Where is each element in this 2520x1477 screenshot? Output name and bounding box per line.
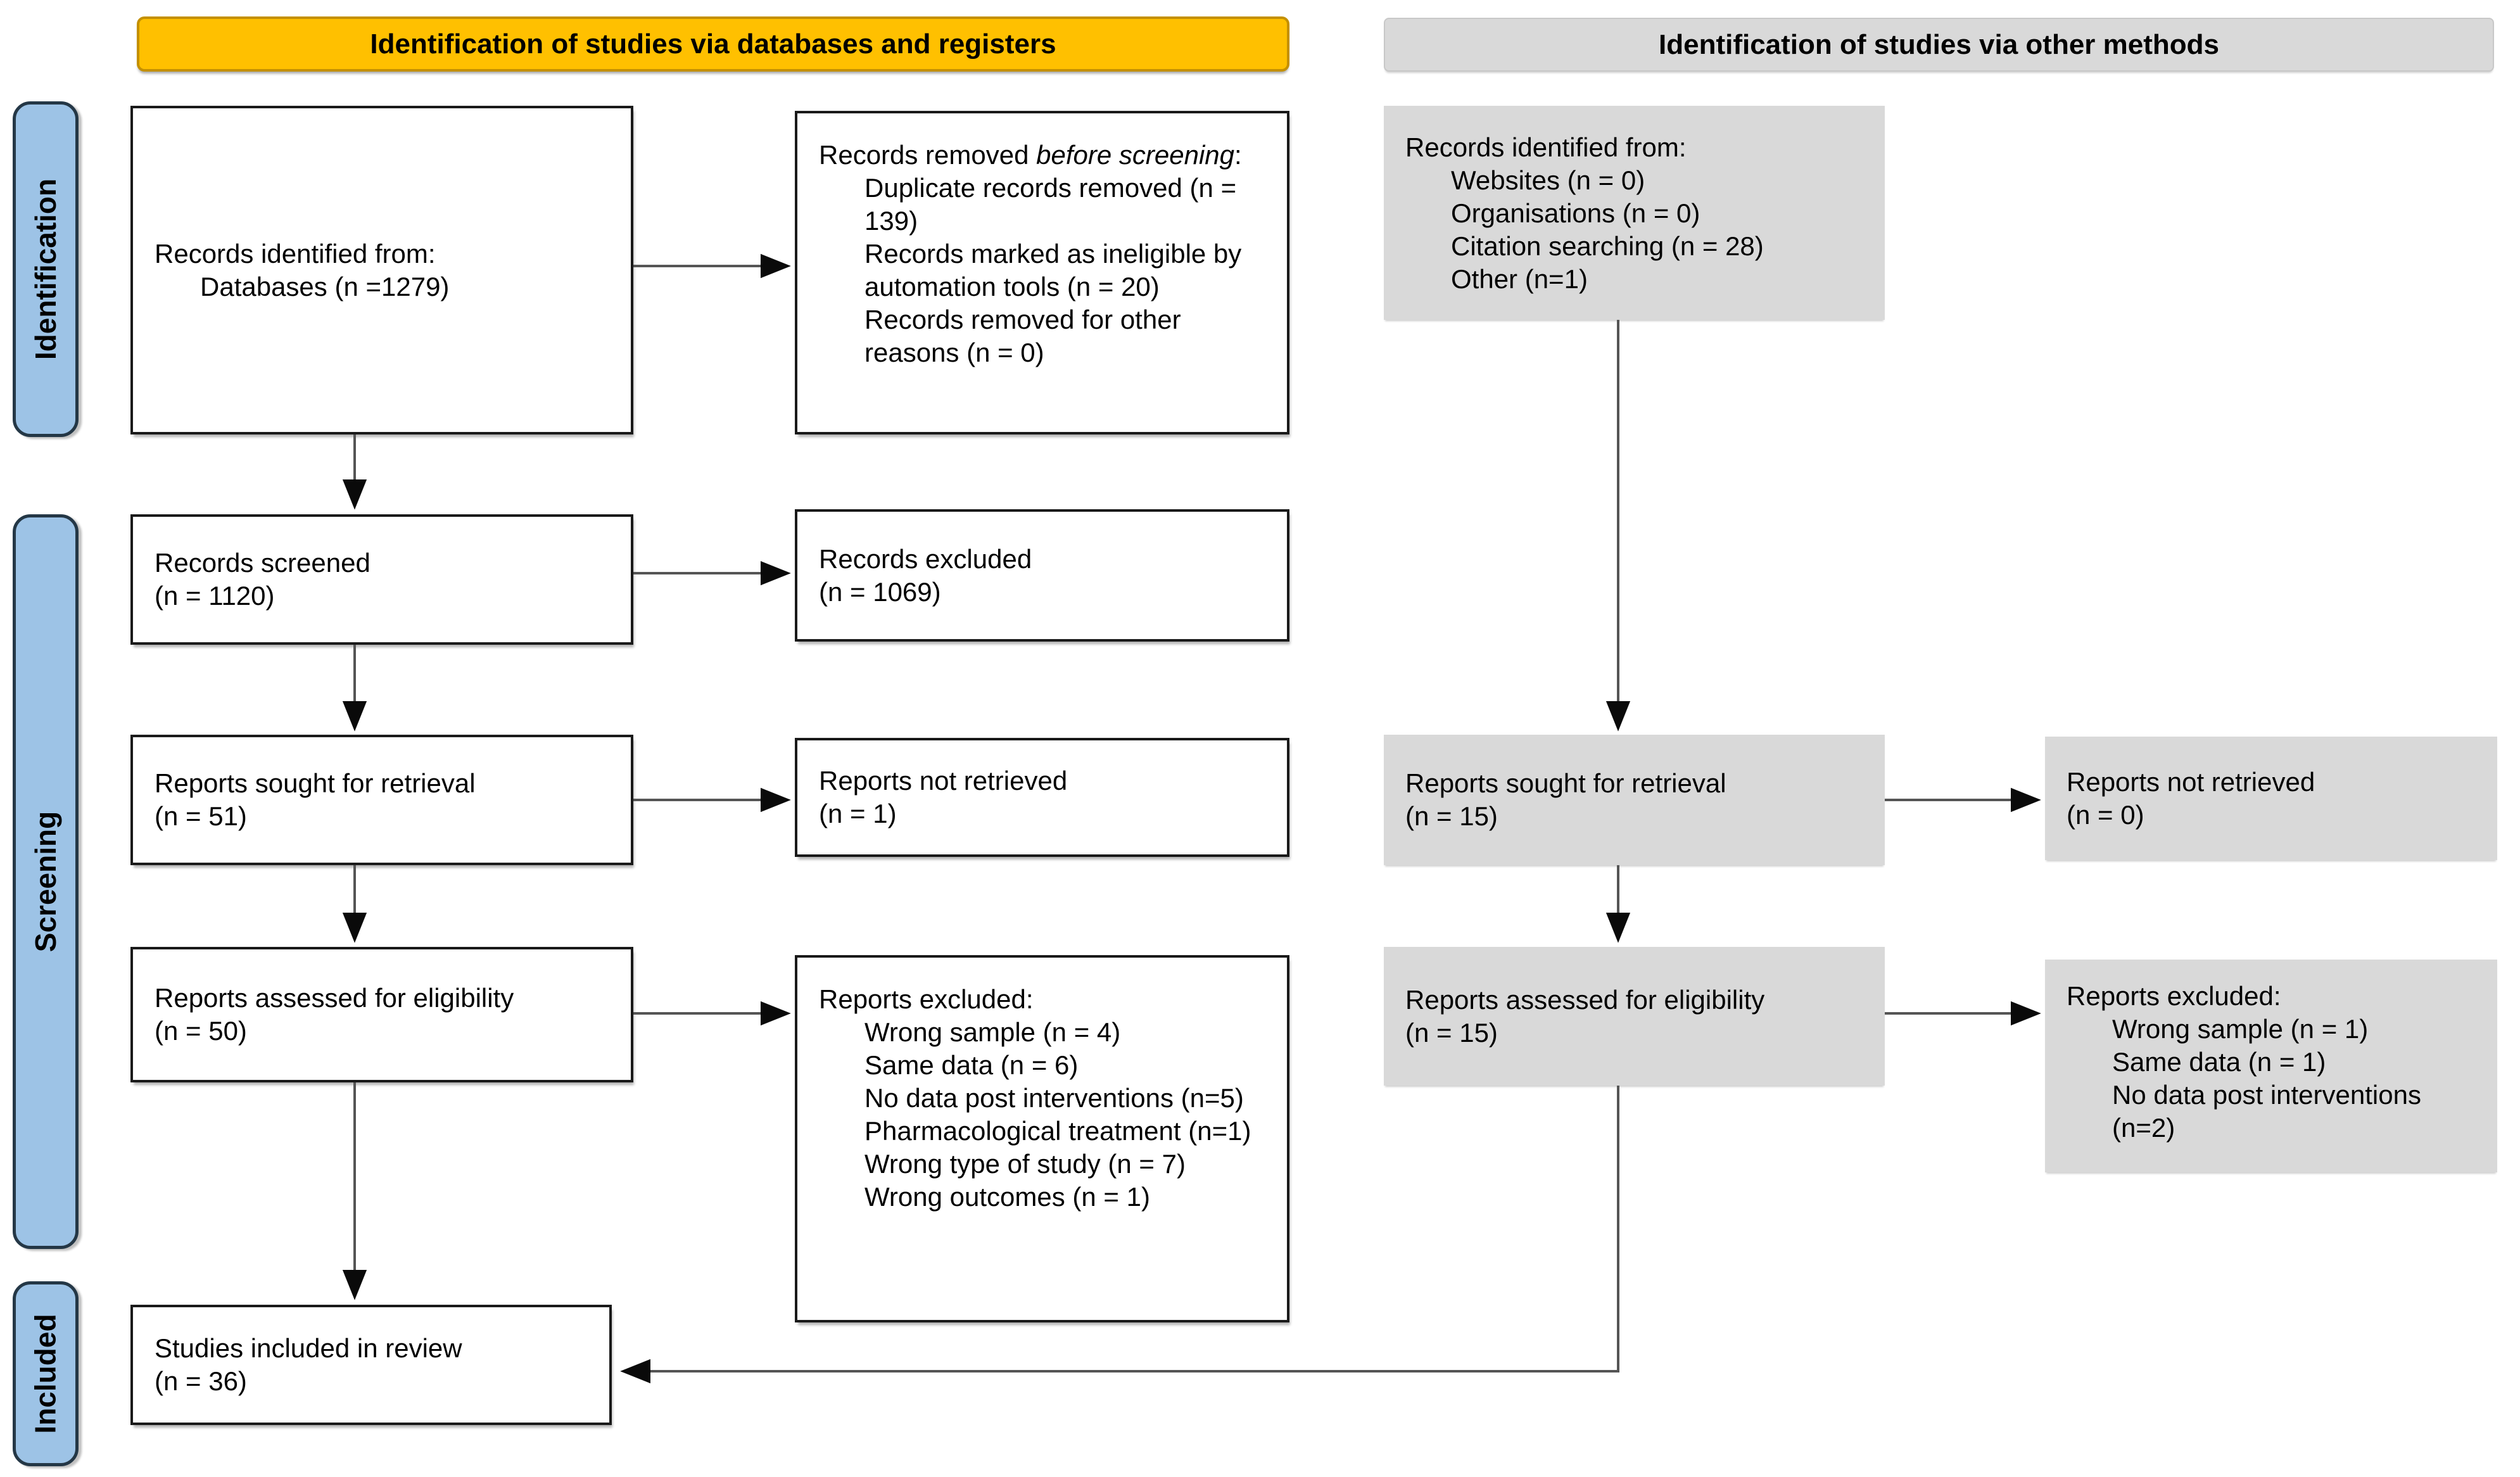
box-items: Websites (n = 0)Organisations (n = 0)Cit…: [1405, 164, 1863, 296]
stage-label-included: Included: [13, 1281, 79, 1466]
box-count: (n = 15): [1405, 1017, 1498, 1048]
box-reports-excluded-right: Reports excluded: Wrong sample (n = 1)Sa…: [2045, 960, 2497, 1172]
box-line: Reports sought for retrieval: [155, 768, 476, 798]
box-title: Records removed before screening:: [819, 140, 1242, 170]
box-reports-excluded-left: Reports excluded: Wrong sample (n = 4)Sa…: [795, 955, 1289, 1322]
box-line-item: Wrong type of study (n = 7): [864, 1149, 1186, 1179]
box-records-identified-databases: Records identified from: Databases (n =1…: [130, 106, 633, 434]
box-line-item: Records marked as ineligible by automati…: [864, 239, 1242, 301]
box-count: (n = 1069): [819, 576, 941, 607]
box-count: (n = 1): [819, 799, 897, 828]
box-title: Records identified from:: [155, 238, 436, 269]
box-count: (n = 50): [155, 1016, 247, 1046]
box-reports-sought-retrieval-left: Reports sought for retrieval (n = 51): [130, 735, 633, 865]
box-count: (n = 0): [2067, 799, 2144, 830]
box-line-item: Wrong sample (n = 1): [2112, 1014, 2369, 1044]
box-reports-assessed-eligibility-right: Reports assessed for eligibility (n = 15…: [1384, 947, 1885, 1086]
box-line-item: Same data (n = 1): [2112, 1047, 2326, 1077]
stage-label-identification: Identification: [13, 101, 79, 437]
box-line-item: Databases (n =1279): [200, 271, 450, 301]
box-studies-included-review: Studies included in review (n = 36): [130, 1305, 612, 1425]
box-records-excluded: Records excluded (n = 1069): [795, 509, 1289, 642]
box-count: (n = 15): [1405, 801, 1498, 831]
box-line: Reports sought for retrieval: [1405, 768, 1726, 798]
box-line-item: Wrong outcomes (n = 1): [864, 1182, 1150, 1212]
box-line-item: Records removed for other reasons (n = 0…: [864, 305, 1181, 367]
box-line: Studies included in review: [155, 1333, 462, 1363]
box-items: Duplicate records removed (n = 139)Recor…: [819, 172, 1265, 369]
box-line-item: Pharmacological treatment (n=1): [864, 1116, 1251, 1146]
box-line: Reports not retrieved: [2067, 766, 2315, 797]
box-line-item: No data post interventions (n=5): [864, 1083, 1244, 1113]
stage-label-text: Included: [29, 1314, 62, 1434]
box-reports-assessed-eligibility-left: Reports assessed for eligibility (n = 50…: [130, 947, 633, 1082]
box-count: (n = 1120): [155, 581, 275, 611]
box-line: Records screened: [155, 548, 370, 578]
box-reports-not-retrieved-left: Reports not retrieved (n = 1): [795, 738, 1289, 857]
italic-phrase: before screening: [1036, 140, 1235, 170]
box-line-item: Duplicate records removed (n = 139): [864, 173, 1237, 236]
header-other-methods: Identification of studies via other meth…: [1384, 18, 2494, 72]
box-reports-not-retrieved-right: Reports not retrieved (n = 0): [2045, 737, 2497, 860]
box-line-item: No data post interventions (n=2): [2112, 1080, 2421, 1143]
box-line: Reports assessed for eligibility: [1405, 984, 1765, 1015]
box-line-item: Other (n=1): [1451, 264, 1588, 294]
box-line-item: Organisations (n = 0): [1451, 198, 1700, 228]
box-line-item: Websites (n = 0): [1451, 165, 1645, 195]
stage-label-text: Screening: [29, 811, 63, 953]
box-line: Records excluded: [819, 543, 1032, 574]
box-line-item: Wrong sample (n = 4): [864, 1017, 1121, 1047]
box-title: Reports excluded:: [2067, 981, 2281, 1011]
box-title: Reports excluded:: [819, 984, 1034, 1014]
stage-label-screening: Screening: [13, 514, 79, 1249]
box-records-removed-before-screening: Records removed before screening: Duplic…: [795, 111, 1289, 434]
box-records-screened: Records screened (n = 1120): [130, 514, 633, 645]
box-line-item: Same data (n = 6): [864, 1050, 1079, 1080]
box-count: (n = 51): [155, 801, 247, 831]
box-line: Reports assessed for eligibility: [155, 983, 514, 1013]
stage-label-text: Identification: [29, 178, 63, 360]
box-title: Records identified from:: [1405, 132, 1687, 162]
box-line: Reports not retrieved: [819, 766, 1068, 796]
box-reports-sought-retrieval-right: Reports sought for retrieval (n = 15): [1384, 735, 1885, 865]
box-items: Wrong sample (n = 4)Same data (n = 6)No …: [819, 1016, 1265, 1214]
box-items: Databases (n =1279): [155, 270, 609, 303]
box-items: Wrong sample (n = 1)Same data (n = 1)No …: [2067, 1013, 2476, 1144]
box-records-identified-other: Records identified from: Websites (n = 0…: [1384, 106, 1885, 320]
box-line-item: Citation searching (n = 28): [1451, 231, 1764, 261]
header-databases-registers: Identification of studies via databases …: [137, 16, 1289, 72]
box-count: (n = 36): [155, 1366, 247, 1396]
